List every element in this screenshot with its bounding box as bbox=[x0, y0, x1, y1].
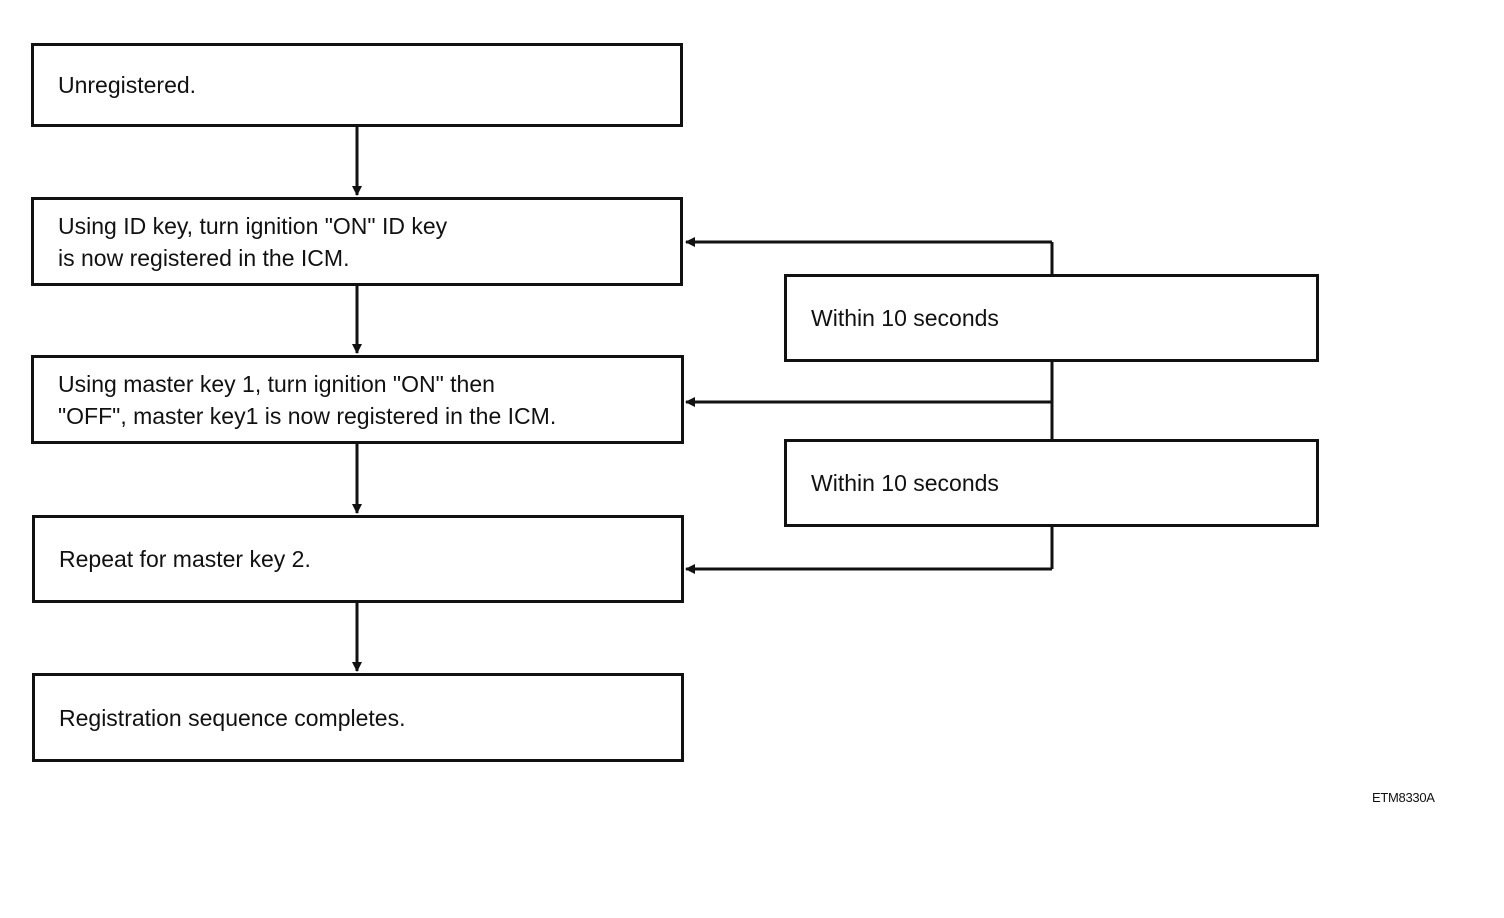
step-unregistered-label: Unregistered. bbox=[58, 72, 197, 98]
timer-box-2: Within 10 seconds bbox=[784, 439, 1319, 527]
step-id-key: Using ID key, turn ignition "ON" ID key … bbox=[31, 197, 683, 286]
figure-code: ETM8330A bbox=[1372, 790, 1435, 805]
step-master-key-1: Using master key 1, turn ignition "ON" t… bbox=[31, 355, 684, 444]
step-complete: Registration sequence completes. bbox=[32, 673, 684, 762]
step-id-key-label: Using ID key, turn ignition "ON" ID key … bbox=[58, 212, 448, 271]
step-master-key-2-label: Repeat for master key 2. bbox=[59, 546, 311, 572]
timer-box-1-label: Within 10 seconds bbox=[811, 305, 999, 331]
step-unregistered: Unregistered. bbox=[31, 43, 683, 127]
step-complete-label: Registration sequence completes. bbox=[59, 704, 406, 731]
step-master-key-2: Repeat for master key 2. bbox=[32, 515, 684, 603]
step-master-key-1-label: Using master key 1, turn ignition "ON" t… bbox=[58, 370, 557, 429]
timer-box-1: Within 10 seconds bbox=[784, 274, 1319, 362]
timer-box-2-label: Within 10 seconds bbox=[811, 470, 999, 496]
